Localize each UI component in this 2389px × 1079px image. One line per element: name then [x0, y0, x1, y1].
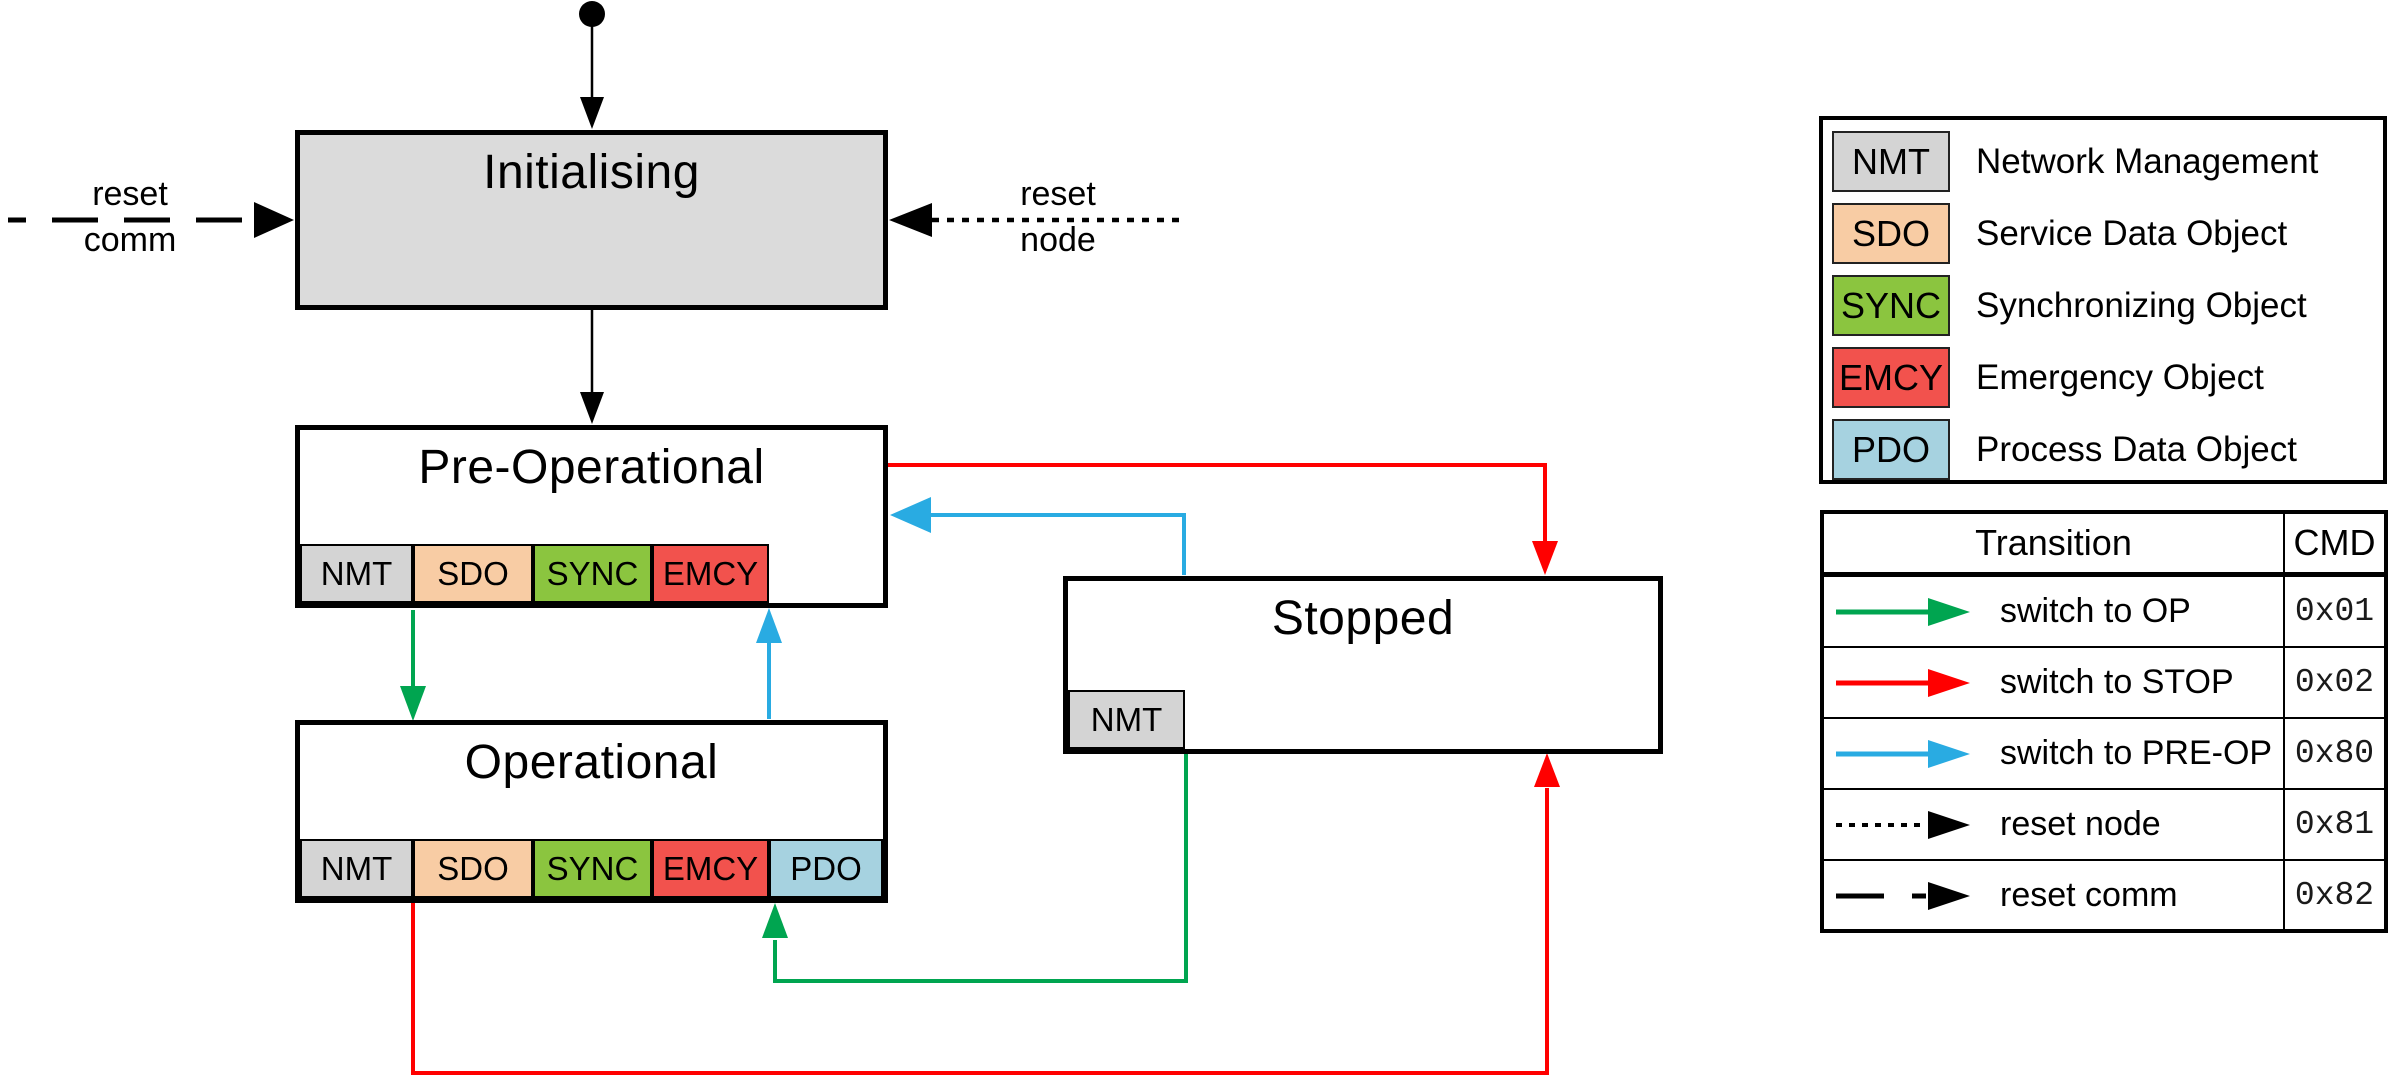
- state-title: Operational: [464, 736, 719, 789]
- reset-comm-label: reset comm: [40, 176, 220, 258]
- arrowhead-down-icon: [580, 392, 604, 424]
- initial-state-dot-icon: [579, 1, 605, 27]
- arrowhead-left-icon: [889, 203, 932, 237]
- tab-nmt: NMT: [300, 544, 413, 603]
- legend-label: Emergency Object: [1976, 357, 2264, 397]
- legend-badge-sdo: SDO: [1832, 203, 1950, 264]
- tab-sdo: SDO: [413, 839, 533, 898]
- cmd-value: 0x81: [2294, 806, 2375, 843]
- transition-label: switch to OP: [2000, 592, 2191, 630]
- legend-panel: NMT Network Management SDO Service Data …: [1819, 116, 2387, 484]
- column-header-transition: Transition: [1975, 522, 2132, 563]
- legend-item: SYNC Synchronizing Object: [1832, 275, 2383, 336]
- table-header-row: Transition CMD: [1824, 514, 2384, 577]
- transition-label: reset comm: [2000, 876, 2178, 914]
- reset-node-label-line1: reset: [1020, 175, 1096, 213]
- reset-comm-label-line2: comm: [83, 221, 177, 259]
- state-title: Stopped: [1271, 592, 1455, 645]
- reset-comm-label-line1: reset: [92, 175, 168, 213]
- legend-item: EMCY Emergency Object: [1832, 347, 2383, 408]
- service-tabs: NMT: [1068, 690, 1185, 749]
- transition-label: switch to PRE-OP: [2000, 734, 2273, 772]
- legend-label: Process Data Object: [1976, 429, 2297, 469]
- legend-label: Service Data Object: [1976, 213, 2288, 253]
- legend-badge-sync: SYNC: [1832, 275, 1950, 336]
- arrowhead-down-icon: [400, 686, 426, 721]
- cmd-value: 0x80: [2294, 735, 2375, 772]
- table-row: reset node 0x81: [1824, 788, 2384, 859]
- service-tabs: NMT SDO SYNC EMCY PDO: [300, 839, 883, 898]
- edge-stopped-to-operational: [773, 753, 1188, 983]
- arrowhead-up-icon: [762, 903, 788, 938]
- table-row: reset comm 0x82: [1824, 859, 2384, 930]
- cmd-value: 0x02: [2294, 664, 2375, 701]
- legend-badge-pdo: PDO: [1832, 419, 1950, 480]
- green-arrow-icon: [1836, 597, 1970, 626]
- tab-emcy: EMCY: [652, 544, 769, 603]
- legend-badge-nmt: NMT: [1832, 131, 1950, 192]
- tab-sync: SYNC: [533, 839, 652, 898]
- arrowhead-right-icon: [254, 202, 294, 238]
- edge-operational-to-stopped: [411, 788, 1549, 1075]
- tab-emcy: EMCY: [652, 839, 769, 898]
- edge-stopped-to-preop: [930, 513, 1186, 575]
- column-header-cmd: CMD: [2293, 522, 2376, 563]
- cmd-value: 0x01: [2294, 593, 2375, 630]
- state-title: Pre-Operational: [418, 441, 765, 494]
- legend-label: Synchronizing Object: [1976, 285, 2307, 325]
- tab-pdo: PDO: [769, 839, 883, 898]
- arrowhead-down-icon: [580, 97, 604, 129]
- table-row: switch to STOP 0x02: [1824, 646, 2384, 717]
- transition-table: Transition CMD switch to OP 0x01 switch …: [1820, 510, 2388, 933]
- tab-nmt: NMT: [1068, 690, 1185, 749]
- arrowhead-down-icon: [1532, 541, 1558, 575]
- red-arrow-icon: [1836, 668, 1970, 697]
- arrowhead-up-icon: [1534, 753, 1560, 787]
- service-tabs: NMT SDO SYNC EMCY: [300, 544, 769, 603]
- table-row: switch to PRE-OP 0x80: [1824, 717, 2384, 788]
- blue-arrow-icon: [1836, 739, 1970, 768]
- dotted-arrow-icon: [1836, 810, 1970, 839]
- state-initialising: Initialising: [295, 130, 888, 310]
- legend-label: Network Management: [1976, 141, 2319, 181]
- reset-node-label: reset node: [968, 176, 1148, 258]
- edge-preop-to-stopped: [888, 463, 1547, 543]
- legend-badge-emcy: EMCY: [1832, 347, 1950, 408]
- state-operational: Operational NMT SDO SYNC EMCY PDO: [295, 720, 888, 903]
- transition-label: reset node: [2000, 805, 2161, 843]
- legend-item: SDO Service Data Object: [1832, 203, 2383, 264]
- legend-item: NMT Network Management: [1832, 131, 2383, 192]
- state-title: Initialising: [483, 146, 700, 199]
- state-pre-operational: Pre-Operational NMT SDO SYNC EMCY: [295, 425, 888, 608]
- tab-sdo: SDO: [413, 544, 533, 603]
- state-stopped: Stopped NMT: [1063, 576, 1663, 754]
- reset-node-label-line2: node: [1020, 221, 1096, 259]
- cmd-value: 0x82: [2294, 877, 2375, 914]
- arrowhead-left-icon: [890, 497, 931, 533]
- tab-sync: SYNC: [533, 544, 652, 603]
- legend-item: PDO Process Data Object: [1832, 419, 2383, 480]
- dashed-arrow-icon: [1836, 881, 1970, 910]
- arrowhead-up-icon: [756, 608, 782, 643]
- transition-label: switch to STOP: [2000, 663, 2234, 701]
- tab-nmt: NMT: [300, 839, 413, 898]
- table-row: switch to OP 0x01: [1824, 577, 2384, 646]
